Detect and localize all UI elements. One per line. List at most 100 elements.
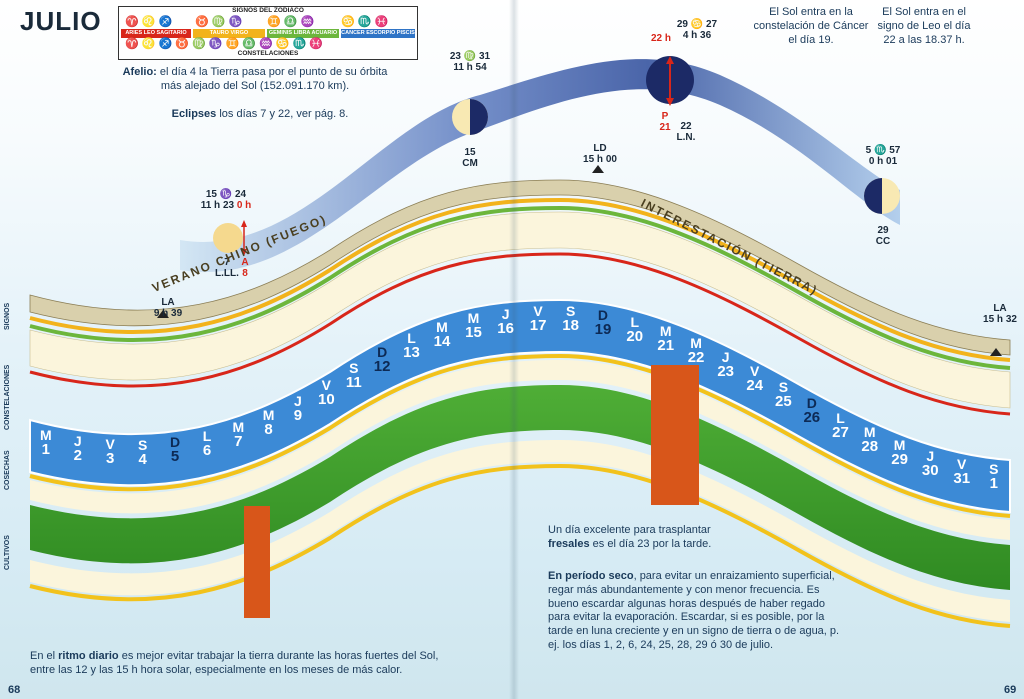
day-letter: S [565, 303, 576, 320]
side-label-signos: SIGNOS [4, 302, 11, 330]
afelio-note: Afelio: el día 4 la Tierra pasa por el p… [122, 66, 388, 92]
page-gutter [509, 0, 519, 699]
day-letter: J [73, 432, 82, 449]
legend-earth: TAURO VIRGO CAPRICORNIO [193, 29, 265, 45]
day-letter: V [321, 377, 331, 394]
day-number: 5 [170, 447, 180, 465]
day-number: 23 [717, 362, 734, 380]
day-letter: J [501, 305, 510, 322]
legend-header-signs: SIGNOS DEL ZODIACO [232, 7, 304, 14]
day-letter: J [926, 447, 935, 464]
day-number: 15 [465, 324, 482, 342]
day-letter: S [349, 359, 359, 376]
day-letter: L [630, 313, 640, 330]
day-letter: D [597, 306, 609, 323]
day-number: 7 [234, 432, 243, 450]
day-number: 1 [41, 440, 50, 458]
day-number: 12 [373, 357, 391, 375]
page-number-left: 68 [8, 684, 21, 696]
day-letter: J [294, 393, 302, 410]
legend-fire: ARIES LEO SAGITARIO [121, 29, 191, 38]
day-letter: V [533, 303, 543, 320]
day-number: 27 [832, 423, 849, 441]
legend-air: GEMINIS LIBRA ACUARIO [267, 29, 339, 38]
ritmo-diario-note: En el ritmo diario es mejor evitar traba… [30, 650, 439, 676]
page-number-right: 69 [1004, 684, 1017, 696]
gemini-glyph-icon: ♊ ♎ ♒ [267, 16, 315, 28]
leo-note: El Sol entra en el signo de Leo el día 2… [877, 6, 971, 46]
day-number: 16 [497, 319, 514, 337]
eclipses-note: Eclipses los días 7 y 22, ver pág. 8. [171, 108, 349, 120]
day-number: 4 [138, 450, 147, 468]
day-number: 10 [317, 391, 335, 409]
day-letter: D [806, 394, 817, 411]
month-title: JULIO [20, 6, 102, 36]
day-number: 1 [989, 475, 998, 493]
day-number: 18 [562, 317, 579, 335]
day-number: 11 [345, 373, 362, 391]
day-letter: S [989, 461, 999, 478]
day-number: 3 [105, 450, 115, 468]
day-letter: V [750, 363, 760, 380]
day-letter: M [659, 323, 672, 340]
day-letter: M [232, 418, 245, 435]
cancer-note: El Sol entra en la constelación de Cánce… [753, 6, 869, 46]
day-number: 14 [433, 332, 451, 350]
ln-red-time: 22 h [650, 33, 671, 44]
side-label-cosechas: COSECHAS [4, 450, 11, 490]
taurus-glyph-icon: ♉ ♍ ♑ [195, 16, 243, 28]
day-letter: S [778, 378, 789, 395]
periodo-seco-note: En período seco, para evitar un enraizam… [548, 570, 840, 651]
day-letter: S [137, 436, 148, 453]
day-number: 22 [687, 349, 705, 367]
day-number: 17 [529, 317, 547, 335]
side-label-constelaciones: CONSTELACIONES [4, 364, 11, 430]
day-letter: M [467, 310, 480, 327]
day-letter: L [407, 329, 416, 346]
day-letter: J [721, 348, 730, 365]
day-number: 6 [202, 441, 212, 459]
day-number: 8 [264, 421, 273, 439]
day-number: 9 [293, 407, 303, 425]
cancer-glyph-icon: ♋ ♏ ♓ [341, 16, 389, 28]
side-label-cultivos: CULTIVOS [4, 535, 11, 570]
day-number: 19 [594, 320, 612, 338]
day-number: 31 [953, 470, 971, 488]
